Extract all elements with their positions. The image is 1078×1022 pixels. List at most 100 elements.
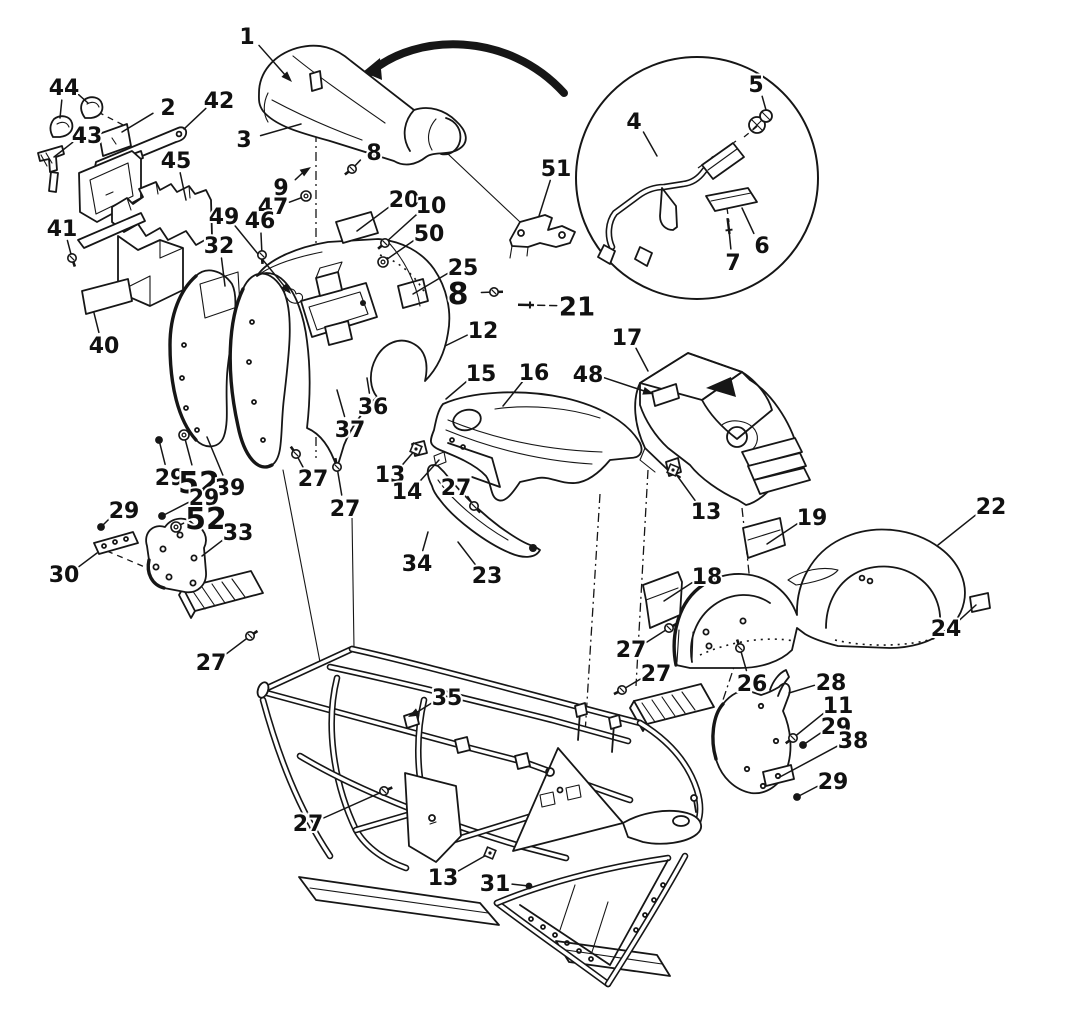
leader-line-17	[635, 347, 649, 372]
leader-arrow-48	[642, 386, 654, 395]
callout-30-35: 30	[49, 563, 80, 588]
bolt-icon	[619, 687, 625, 693]
leader-line-10	[384, 212, 419, 244]
callout-13-49: 13	[691, 500, 722, 525]
callout-45-21: 45	[161, 149, 192, 174]
leader-line-16	[502, 381, 524, 407]
callout-52-33: 52	[185, 502, 227, 537]
leader-line-40	[93, 312, 100, 334]
front-rack-part	[634, 352, 811, 506]
callout-28-57: 28	[816, 671, 847, 696]
leader-line-44	[59, 99, 63, 119]
bolt-icon	[247, 633, 253, 639]
leader-line-12	[444, 334, 468, 347]
bolt-icon	[69, 255, 75, 261]
leader-line-27	[323, 790, 385, 819]
leader-arrow-35	[408, 708, 420, 717]
callout-39-31: 39	[215, 476, 246, 501]
callout-16-41: 16	[519, 361, 550, 386]
leader-arrow-49	[280, 283, 291, 294]
leader-line-34	[421, 531, 429, 552]
leader-line-39	[206, 436, 224, 476]
dot-icon	[525, 882, 533, 890]
leader-line-29	[158, 439, 166, 466]
callout-6-15: 6	[754, 234, 769, 259]
callout-29-29: 29	[155, 466, 186, 491]
nut-icon	[158, 512, 166, 520]
rear-fender-part	[642, 517, 991, 669]
bolt-icon	[259, 252, 265, 258]
callout-31-65: 31	[480, 872, 511, 897]
callout-27-63: 27	[293, 812, 324, 837]
storage-cover-parts	[37, 96, 213, 315]
leader-line-51	[538, 179, 552, 217]
clip-icon	[488, 851, 492, 855]
clip-icon	[414, 447, 418, 451]
leader-line-6	[741, 207, 755, 235]
leader-line-21	[529, 304, 558, 307]
callout-20-5: 20	[389, 188, 420, 213]
pin-icon	[726, 217, 731, 235]
callout-48-42: 48	[573, 363, 604, 388]
leader-line-45	[179, 172, 187, 201]
callout-40-23: 40	[89, 334, 120, 359]
nut-icon	[793, 793, 801, 801]
pin-icon	[725, 228, 733, 232]
leader-line-28	[788, 684, 816, 694]
callout-24-53: 24	[931, 617, 962, 642]
leader-line-38	[777, 745, 839, 779]
callout-29-59: 29	[821, 715, 852, 740]
callout-5-14: 5	[748, 73, 763, 98]
nut-icon	[155, 436, 163, 444]
leader-line-29	[161, 501, 190, 517]
washer-icon	[377, 256, 389, 268]
bolt-icon	[790, 735, 796, 741]
callout-27-38: 27	[330, 497, 361, 522]
bolt-icon	[666, 625, 672, 631]
washer-icon	[300, 190, 312, 202]
nut-icon	[97, 523, 105, 531]
callout-52-30: 52	[178, 466, 220, 501]
callout-41-22: 41	[47, 217, 78, 242]
callout-27-46: 27	[441, 476, 472, 501]
leader-line-11	[792, 712, 825, 739]
callout-14-45: 14	[392, 480, 423, 505]
callout-12-12: 12	[468, 319, 499, 344]
leader-line-1	[258, 44, 287, 77]
bolt-icon	[381, 788, 387, 794]
leader-line-35	[415, 702, 433, 714]
callout-49-25: 49	[209, 205, 240, 230]
callout-36-27: 36	[358, 395, 389, 420]
washer-icon	[380, 259, 386, 265]
leader-line-14	[418, 459, 440, 483]
bolt-icon	[334, 464, 340, 470]
callout-13-64: 13	[428, 866, 459, 891]
callout-22-52: 22	[976, 495, 1007, 520]
callout-27-39: 27	[196, 651, 227, 676]
washer-icon	[303, 193, 309, 199]
callout-21-10: 21	[559, 292, 595, 322]
callout-32-24: 32	[204, 234, 235, 259]
washer-icon	[181, 432, 187, 438]
callout-35-62: 35	[432, 686, 463, 711]
frame-part	[256, 645, 704, 988]
callout-19-51: 19	[797, 506, 828, 531]
callout-33-36: 33	[223, 521, 254, 546]
callout-46-26: 46	[245, 209, 276, 234]
callout-8-9: 8	[448, 277, 469, 312]
callout-10-6: 10	[416, 194, 447, 219]
callout-38-60: 38	[838, 729, 869, 754]
callout-3-1: 3	[236, 128, 251, 153]
leader-line-13	[672, 469, 696, 502]
leader-line-42	[183, 107, 207, 130]
leader-line-20	[356, 205, 391, 232]
callout-13-44: 13	[375, 463, 406, 488]
front-fender-body-part	[168, 211, 451, 469]
callout-2-18: 2	[160, 96, 175, 121]
callout-27-56: 27	[641, 662, 672, 687]
washer-icon	[170, 521, 182, 533]
leader-line-18	[663, 581, 693, 602]
callout-23-48: 23	[472, 564, 503, 589]
detail-view-arc	[363, 40, 568, 97]
